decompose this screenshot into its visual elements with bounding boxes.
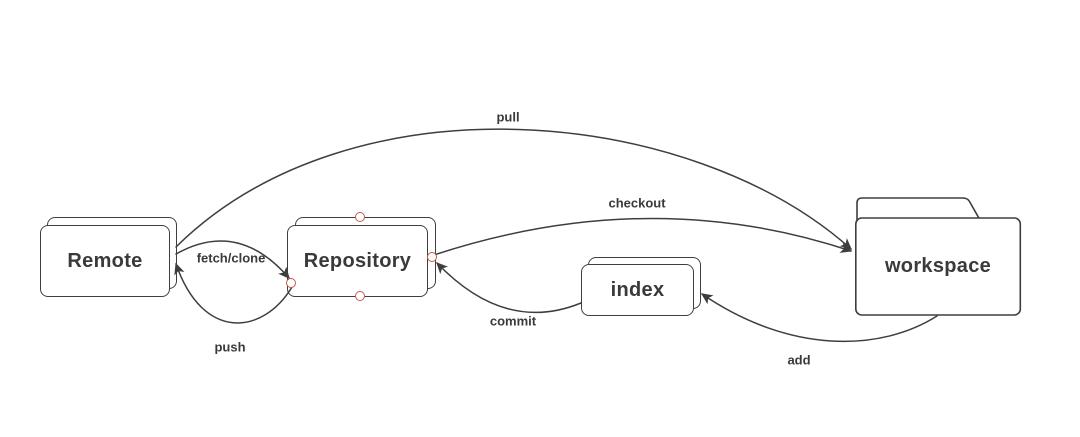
edge-checkout[interactable] — [433, 217, 853, 256]
node-repository-label: Repository — [303, 249, 412, 272]
node-repository-front-card — [287, 225, 428, 297]
connection-handle-top[interactable] — [355, 212, 365, 222]
edge-label-fetch-clone: fetch/clone — [196, 250, 266, 266]
edge-commit[interactable] — [436, 262, 582, 314]
node-workspace[interactable]: workspace — [853, 195, 1023, 319]
folder-icon — [854, 197, 1022, 316]
connection-handle-left[interactable] — [286, 278, 296, 288]
edge-label-commit: commit — [489, 313, 537, 329]
edge-label-add: add — [787, 352, 811, 368]
node-remote-label: Remote — [67, 249, 143, 272]
edge-label-pull: pull — [496, 109, 520, 125]
edge-pull[interactable] — [175, 128, 852, 250]
node-repository[interactable]: Repository — [287, 217, 436, 297]
node-remote[interactable]: Remote — [40, 217, 177, 297]
connection-handle-right[interactable] — [427, 252, 437, 262]
node-index-front-card — [581, 264, 694, 316]
edge-label-checkout: checkout — [608, 195, 666, 211]
edge-label-push: push — [214, 339, 246, 355]
connection-handle-bottom[interactable] — [355, 291, 365, 301]
node-index-label: index — [610, 278, 665, 301]
node-workspace-label: workspace — [884, 255, 992, 277]
node-remote-front-card — [40, 225, 170, 297]
edge-fetch-clone[interactable] — [175, 240, 290, 279]
folder-body — [854, 217, 1022, 316]
node-index[interactable]: index — [581, 257, 701, 317]
folder-tab — [856, 197, 982, 221]
edge-push[interactable] — [174, 262, 293, 324]
edge-add[interactable] — [700, 293, 938, 343]
